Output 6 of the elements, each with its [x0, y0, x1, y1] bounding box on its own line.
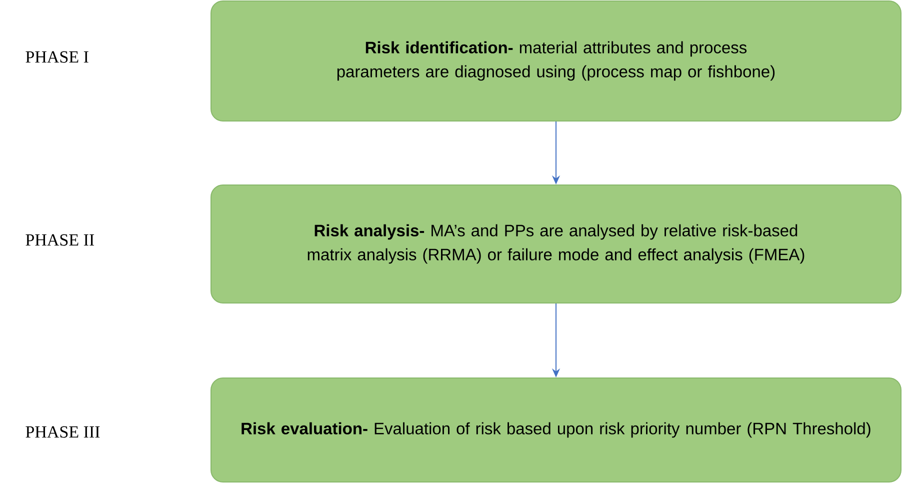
process-box: Risk evaluation- Evaluation of risk based upon risk priority number (RPN Threshold) [210, 377, 902, 482]
phase-label: PHASE II [26, 234, 94, 246]
process-box: Risk identification- material attributes and process parameters are diagnosed using (process map or fishbone) [210, 0, 902, 122]
phase-label: PHASE I [26, 51, 88, 63]
process-box: Risk analysis- MA’s and PPs are analysed by relative risk-based matrix analysis (RRMA) or failure mode and effect analysis (FMEA) [210, 184, 902, 304]
phase-label: PHASE III [26, 426, 100, 438]
